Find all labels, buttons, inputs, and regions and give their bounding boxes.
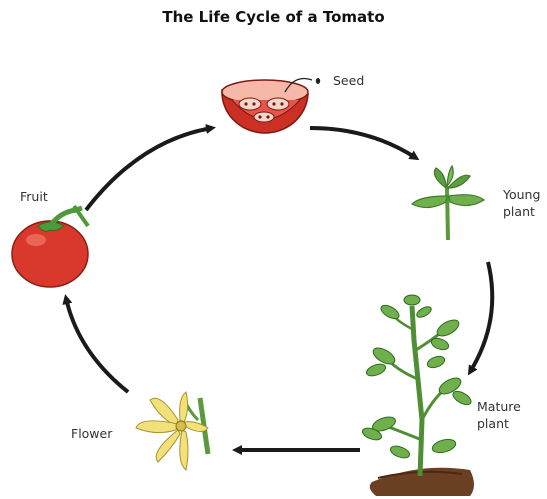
stage-label-flower: Flower: [71, 425, 112, 442]
stage-label-seed: Seed: [333, 72, 364, 89]
mature-plant-icon: [361, 295, 474, 496]
young-plant-icon: [412, 166, 484, 240]
stage-label-young-plant: Young plant: [503, 186, 540, 220]
stage-label-young-plant-line2: plant: [503, 203, 540, 220]
arrow-young-to-mature-plant: [470, 262, 492, 372]
arrow-flower-to-fruit: [66, 298, 128, 392]
stage-label-mature-plant-line2: plant: [477, 415, 521, 432]
flower-icon: [136, 392, 208, 470]
arrow-seed-to-young-plant: [310, 128, 416, 158]
seed-dot-icon: [316, 78, 320, 84]
arrow-fruit-to-seed: [86, 128, 212, 210]
stage-label-fruit: Fruit: [20, 188, 48, 205]
tomato-fruit-icon: [12, 206, 88, 287]
stage-label-mature-plant: Mature plant: [477, 398, 521, 432]
stage-label-mature-plant-line1: Mature: [477, 398, 521, 415]
stage-label-young-plant-line1: Young: [503, 186, 540, 203]
cut-tomato-icon: [222, 80, 308, 133]
